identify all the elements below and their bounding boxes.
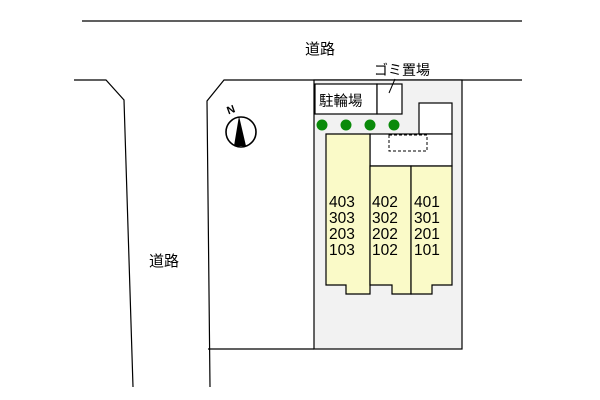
north-compass-icon: N: [225, 103, 257, 148]
room-number: 302: [372, 210, 398, 227]
north-label: N: [225, 103, 237, 117]
room-number: 102: [372, 242, 398, 259]
garbage-area: [376, 83, 403, 115]
room-number: 401: [414, 194, 440, 211]
room-number: 101: [414, 242, 440, 259]
room-number: 203: [329, 226, 355, 243]
tree: [340, 119, 352, 131]
bicycle-parking: [314, 83, 378, 115]
bicycle-parking-label: 駐輪場: [319, 93, 363, 110]
garbage-area-label: ゴミ置場: [374, 62, 430, 79]
room-number: 403: [329, 194, 355, 211]
road-edge-left-outer: [74, 79, 134, 388]
tree: [364, 119, 376, 131]
room-number: 103: [329, 242, 355, 259]
entrance-block: [369, 133, 453, 167]
building-column-right: [410, 165, 453, 295]
room-number: 402: [372, 194, 398, 211]
room-number: 202: [372, 226, 398, 243]
room-number: 303: [329, 210, 355, 227]
building-column-left: [325, 133, 371, 295]
left-road-label: 道路: [149, 252, 179, 270]
tree: [388, 119, 400, 131]
stair-core: [418, 102, 453, 135]
garbage-area-leader: [388, 78, 396, 94]
room-number: 201: [414, 226, 440, 243]
room-number: 301: [414, 210, 440, 227]
top-road-label: 道路: [305, 40, 335, 58]
entrance-dashed-area: [388, 134, 428, 152]
tree: [316, 119, 328, 131]
